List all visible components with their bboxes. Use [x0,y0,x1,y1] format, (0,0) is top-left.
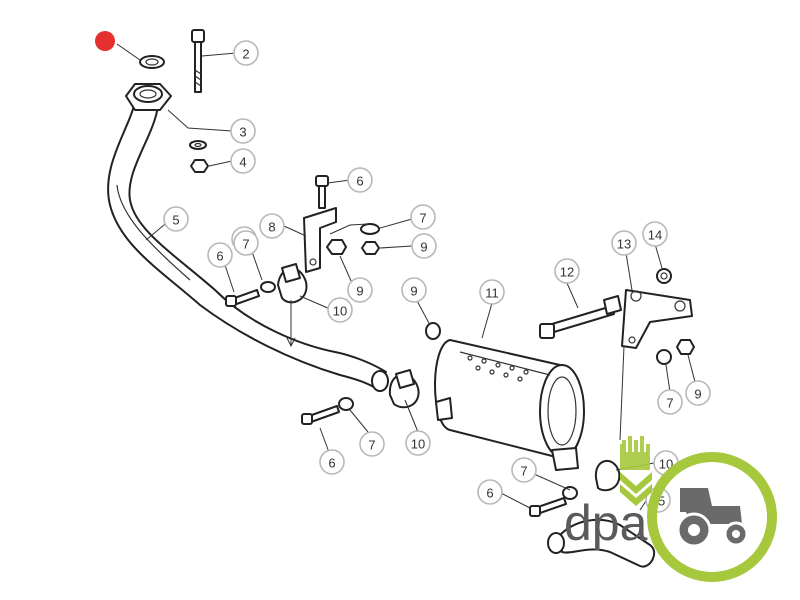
callout-9: 9 [347,277,373,303]
bolt-6-low [529,497,567,517]
callout-12: 12 [554,258,580,284]
callout-number: 9 [694,387,701,402]
nut-9b [326,239,347,255]
washer-9c [425,322,441,340]
callout-number: 10 [333,304,347,319]
bolt-6-left [225,289,260,307]
callout-6: 6 [207,242,233,268]
callout-number: 11 [485,286,499,301]
callout-7: 7 [359,431,385,457]
bracket-13 [619,289,693,441]
muffler-11 [434,339,585,471]
callout-7: 7 [657,389,683,415]
washer-7c [338,397,354,411]
clamp-10a [277,263,308,348]
dpa-watermark-logo: dpa [564,436,777,582]
callout-number: 6 [486,486,493,501]
red-marker [95,31,115,51]
callout-number: 10 [411,437,425,452]
callout-number: 7 [242,237,249,252]
washer-7d [656,349,672,365]
washer-3 [189,140,207,150]
callout-number: 6 [328,456,335,471]
nut-9a [361,241,380,255]
callout-5: 5 [163,206,189,232]
clamp-10c [594,460,621,492]
dpa-wordmark: dpa [564,495,648,551]
callout-10: 10 [327,297,353,323]
bolt-2 [191,29,205,93]
callout-number: 9 [410,284,417,299]
wheat-ear-icon [620,436,650,470]
callout-number: 6 [356,174,363,189]
callout-7: 7 [410,204,436,230]
callout-number: 7 [368,438,375,453]
bolt-6-mid [301,405,340,425]
callout-number: 12 [560,265,574,280]
callout-4: 4 [230,148,256,174]
tractor-icon [676,485,749,548]
callout-number: 7 [419,211,426,226]
callout-number: 13 [617,237,631,252]
callout-13: 13 [611,230,637,256]
callout-number: 9 [356,284,363,299]
callout-6: 6 [477,479,503,505]
tailpipe-15 [547,518,656,568]
washer-7b [260,281,276,293]
nut-4 [190,159,209,173]
callout-9: 9 [411,233,437,259]
callout-11: 11 [479,279,505,305]
bolt-12 [539,295,622,339]
callout-10: 10 [405,430,431,456]
washer-14 [656,268,672,284]
callout-number: 5 [172,213,179,228]
washer-7e [562,486,578,500]
tractor-badge [647,452,777,582]
callout-7: 7 [511,457,537,483]
callout-14: 14 [642,221,668,247]
callout-9: 9 [401,277,427,303]
callout-3: 3 [230,118,256,144]
callout-number: 7 [666,396,673,411]
callout-8: 8 [259,213,285,239]
callout-number: 3 [239,125,246,140]
callout-number: 2 [242,47,249,62]
nut-9d [676,339,695,355]
exhaust-pipe [107,83,389,392]
callout-number: 6 [216,249,223,264]
callout-number: 14 [648,228,662,243]
callout-number: 8 [268,220,275,235]
callout-labels: 23456778996710911121314797610761015 [163,40,711,513]
callout-number: 9 [420,240,427,255]
callout-number: 4 [239,155,246,170]
callout-6: 6 [319,449,345,475]
bolt-6-top [315,175,329,209]
callout-2: 2 [233,40,259,66]
callout-number: 7 [520,464,527,479]
callout-9: 9 [685,380,711,406]
clamp-10b [388,369,420,409]
callout-7: 7 [233,230,259,256]
washer-7a [360,223,380,235]
bracket-8 [303,207,337,273]
gasket-ring [139,55,165,69]
callout-6: 6 [347,167,373,193]
